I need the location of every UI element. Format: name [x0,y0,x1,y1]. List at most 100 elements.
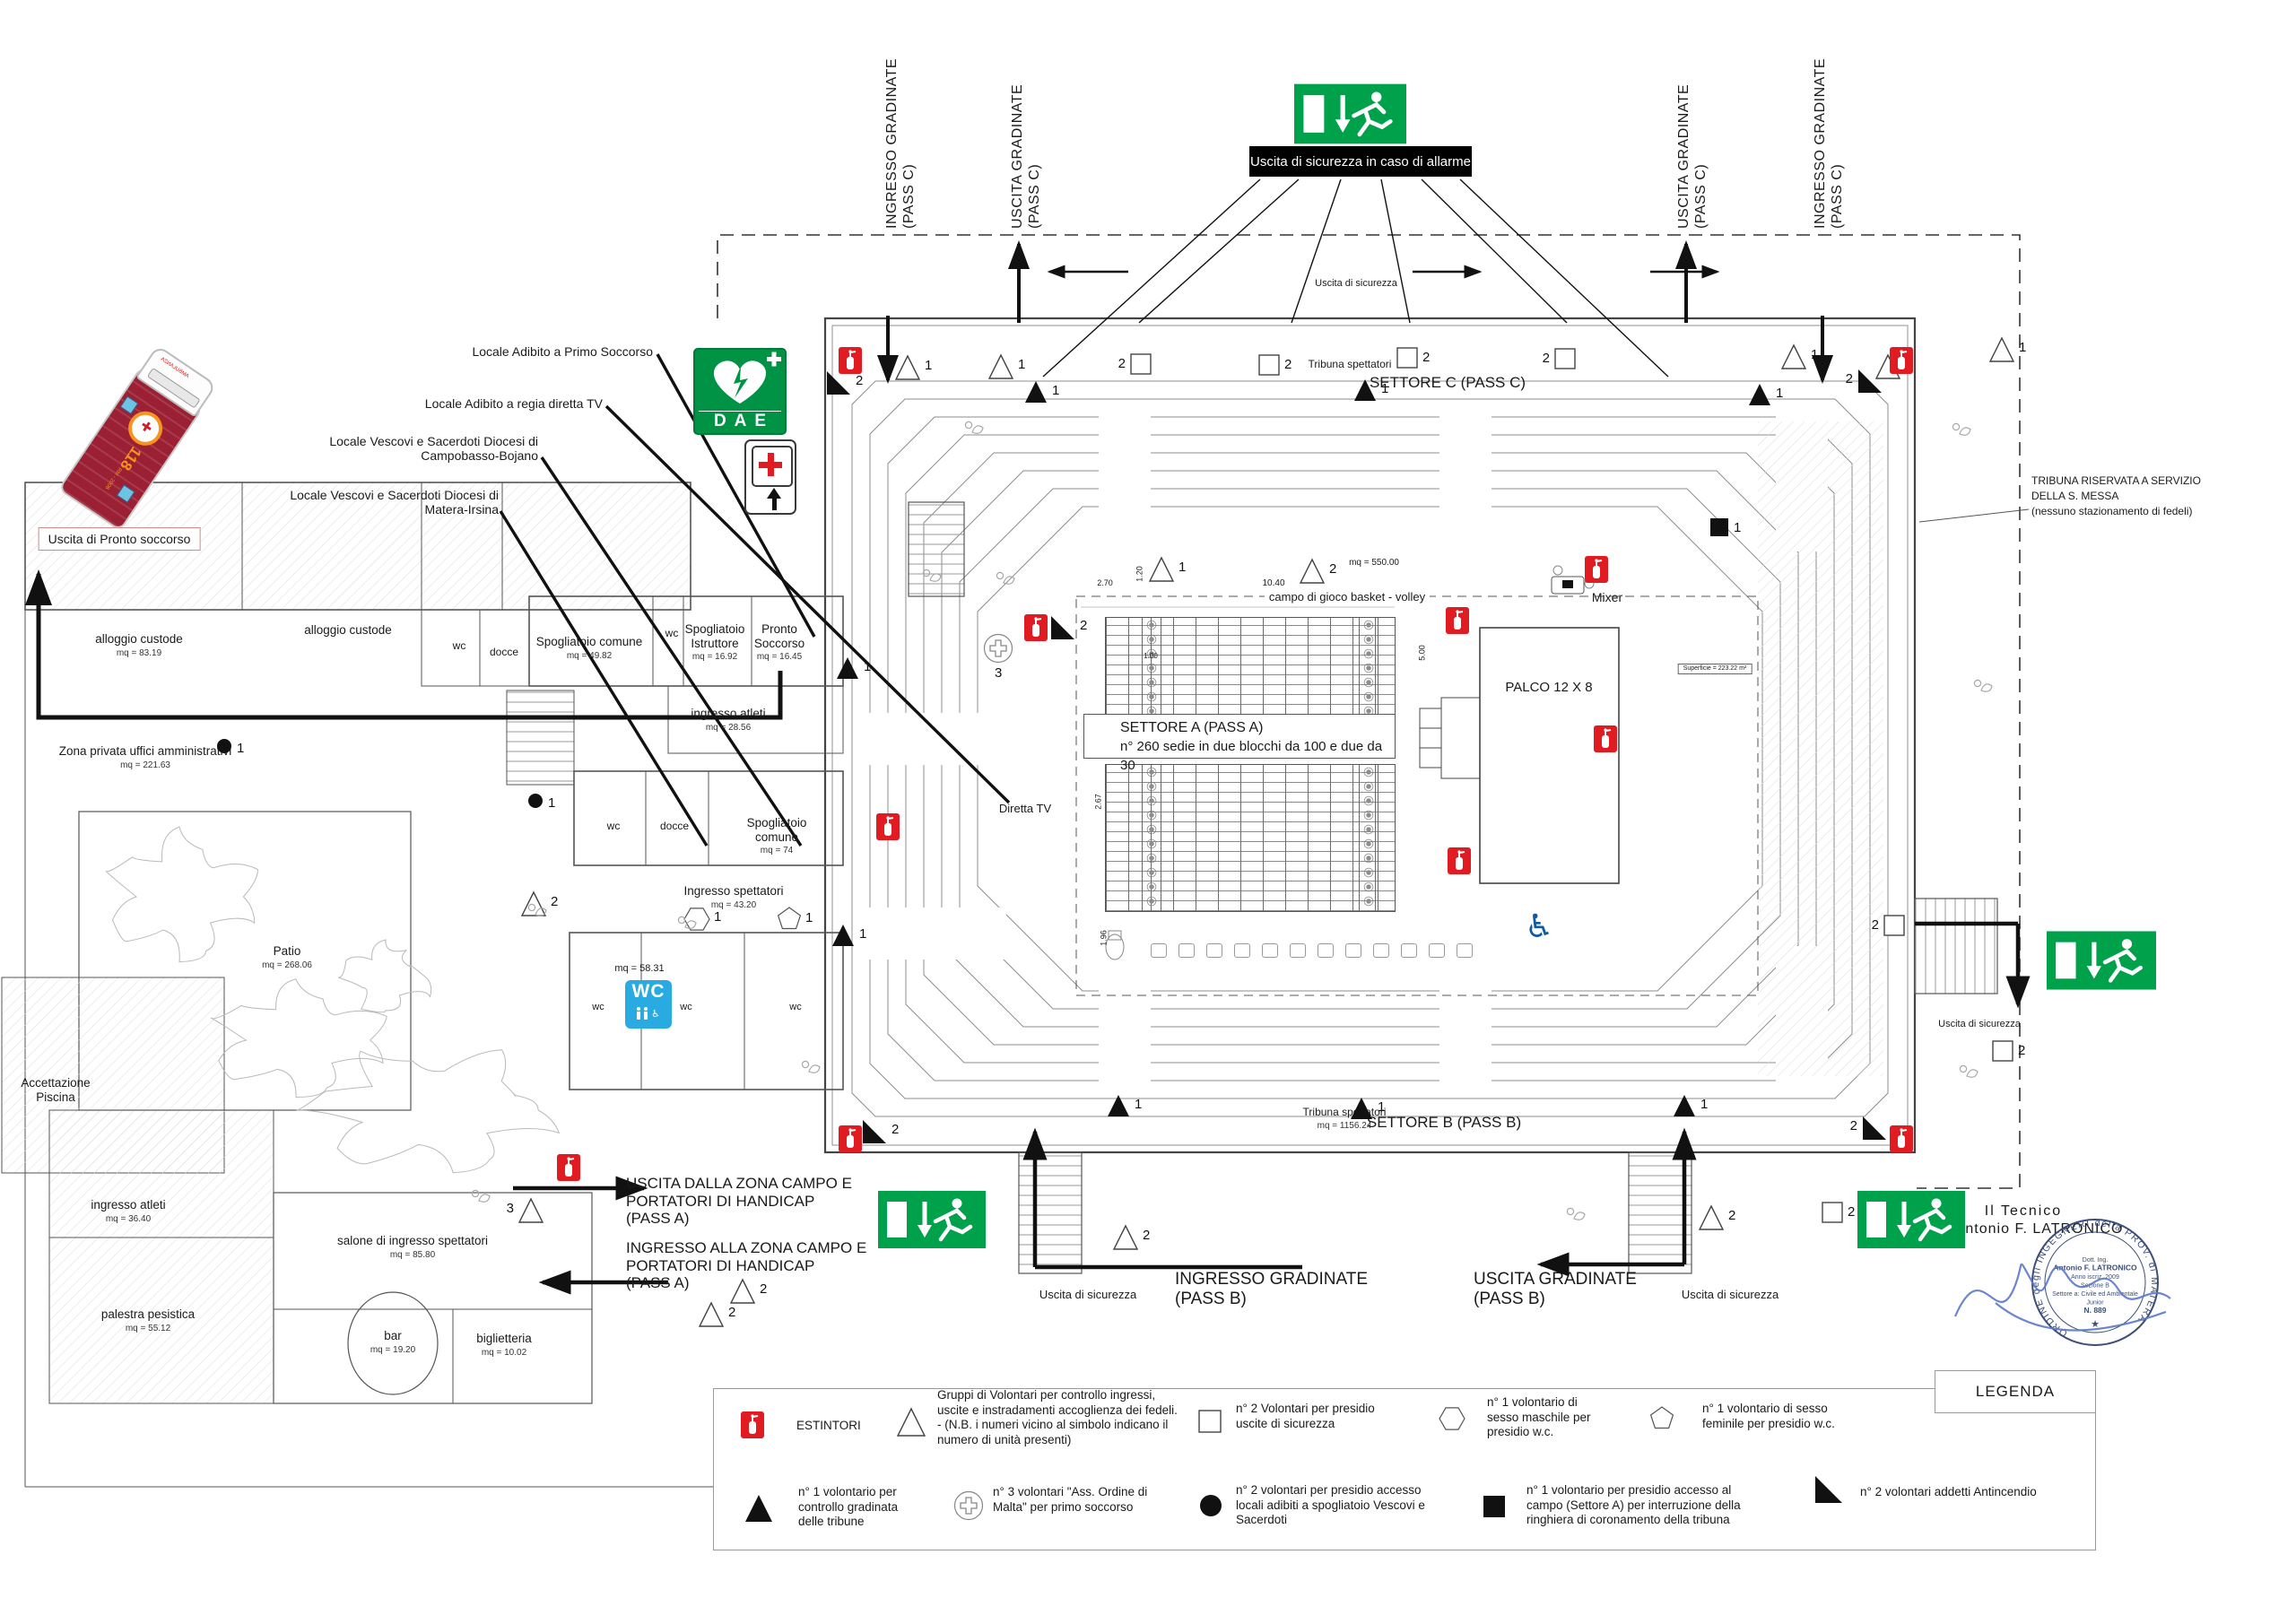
mixer-desk [1551,565,1595,595]
plan-text-label: Locale Vescovi e Sacerdoti Diocesi di Ma… [290,488,499,517]
legend-item-text: n° 1 volontario per presidio accesso al … [1526,1483,1741,1526]
label-leaders [499,353,1011,847]
extinguisher-icon [1585,556,1608,587]
person-figure-sketch [995,569,1018,592]
plan-text-label: (nessuno stazionamento di fedeli) [2031,505,2193,517]
antincendio-triangle: 2 [1850,1115,1888,1146]
svg-text:Antonio F. LATRONICO: Antonio F. LATRONICO [2053,1264,2137,1272]
tribune-volunteer-triangle: 1 [1747,382,1783,412]
legend-symbol-tri [896,1407,926,1442]
tribuna-riservata-leader [1918,508,2030,523]
legend-symbol-malta [953,1490,984,1525]
plan-text-label: Diretta TV [998,802,1052,815]
wc-sign: WC ♿ [625,980,672,1029]
tecnico-title: Il Tecnico [1984,1203,2063,1219]
legend-symbol-hex [1439,1405,1465,1437]
person-figure-sketch [676,914,700,936]
person-figure-sketch [1951,421,1974,443]
plan-text-label: TRIBUNA RISERVATA A SERVIZIO [2031,474,2201,487]
volunteer-group-triangle: 1 [987,353,1025,385]
folding-chair-icon [1457,943,1473,958]
tribuna-riservata-hatch [1758,421,1883,1076]
emergency-exit-sign [877,1191,987,1253]
toilet-fixture [1105,930,1125,960]
emergency-exit-sign [1857,1191,1966,1253]
exit-volunteers-square: 2 [1396,346,1430,374]
folding-chair-icon [1178,943,1195,958]
legend-box [713,1388,2096,1550]
tribune-volunteer-triangle: 1 [1106,1093,1142,1123]
plan-text-label: 5.00 [1417,645,1427,661]
person-figure-sketch [1565,1205,1588,1228]
tribune-volunteer-triangle: 1 [1023,379,1059,409]
female-figure-icon [644,1007,648,1020]
person-figure-sketch [800,1058,823,1081]
plan-text-label: wc [680,1002,692,1012]
legend-item-text: n° 2 Volontari per presidio uscite di si… [1236,1402,1375,1430]
legend-item-text: n° 3 volontari "Ass. Ordine di Malta" pe… [993,1485,1148,1514]
plan-text-label: Locale Adibito a Primo Soccorso [472,344,653,359]
ordine-di-malta-icon: 3 [983,633,1013,681]
svg-text:Anno iscriz. 2009: Anno iscriz. 2009 [2071,1274,2119,1281]
tribune-volunteer-triangle: 1 [1349,1096,1385,1125]
svg-text:★: ★ [2091,1319,2100,1330]
extinguisher-icon [1890,1125,1913,1157]
plan-text-label: 10.40 [1262,578,1285,588]
plan-text-label: SETTORE C (PASS C) [1369,374,1526,391]
settore-a-title: SETTORE A (PASS A) [1120,720,1264,735]
seat-block-upper [1105,617,1396,716]
antincendio-triangle: 2 [1049,614,1087,646]
first-aid-sign [744,439,796,515]
tecnico-name: Ing. Antonio F. LATRONICO [1923,1221,2124,1237]
folding-chair-icon [1234,943,1250,958]
seat-block-lower [1105,764,1396,912]
volunteer-group-triangle: 2 [1112,1224,1150,1255]
antincendio-triangle: 2 [825,369,863,401]
numbered-seat-column [1359,765,1378,911]
plan-text-label: 1.20 [1135,566,1144,582]
legend-symbol-fire [1813,1474,1844,1509]
legend-title-box: LEGENDA [1935,1370,2096,1413]
palco-stage [1419,627,1620,884]
exit-volunteers-square: 2 [1118,352,1152,380]
male-figure-icon [637,1007,641,1020]
gradinate-direction-label: USCITA GRADINATE(PASS C) [1676,83,1709,229]
tribune-volunteer-triangle: 1 [1672,1093,1708,1123]
plan-text-label: PALCO 12 X 8 [1505,680,1593,695]
antincendio-triangle: 2 [1846,368,1883,399]
emergency-exit-sign [2047,931,2156,994]
volunteer-group-triangle: 2 [1698,1204,1735,1236]
plan-text-label: wc [452,639,466,652]
exit-volunteers-square: 2 [1543,347,1577,375]
person-figure-sketch [470,1187,493,1210]
folding-chair-icon [1373,943,1389,958]
plan-text-label: wc [606,820,621,832]
numbered-seat-column [1359,618,1378,715]
person-figure-sketch [963,419,987,441]
plan-text-label: alloggio custode [304,623,392,637]
plan-text-label: wc [789,1002,802,1012]
legend-symbol-trif [744,1493,774,1528]
volunteer-group-triangle: 3 [507,1197,544,1229]
folding-chair-icon [1429,943,1445,958]
volunteer-group-triangle: 1 [894,354,932,386]
volunteer-group-triangle: 1 [1988,336,2026,368]
legend-symbol-dot [1198,1493,1223,1523]
plan-text-label: Uscita di sicurezza [1938,1019,2021,1029]
svg-text:Settore a: Civile ed Ambiental: Settore a: Civile ed Ambientale [2052,1291,2138,1298]
site-boundary-dashed [717,234,2021,1189]
legend-item-text: n° 2 volontari addetti Antincendio [1860,1485,2037,1498]
legend-item-text: n° 1 volontario di sesso maschile per pr… [1487,1395,1591,1438]
vescovi-access-volunteer-dot: 1 [215,737,244,760]
gradinate-direction-label: USCITA GRADINATE(PASS C) [1010,83,1042,229]
tribune-volunteer-triangle: 1 [1352,378,1388,407]
legend-symbol-sq [1197,1409,1222,1438]
